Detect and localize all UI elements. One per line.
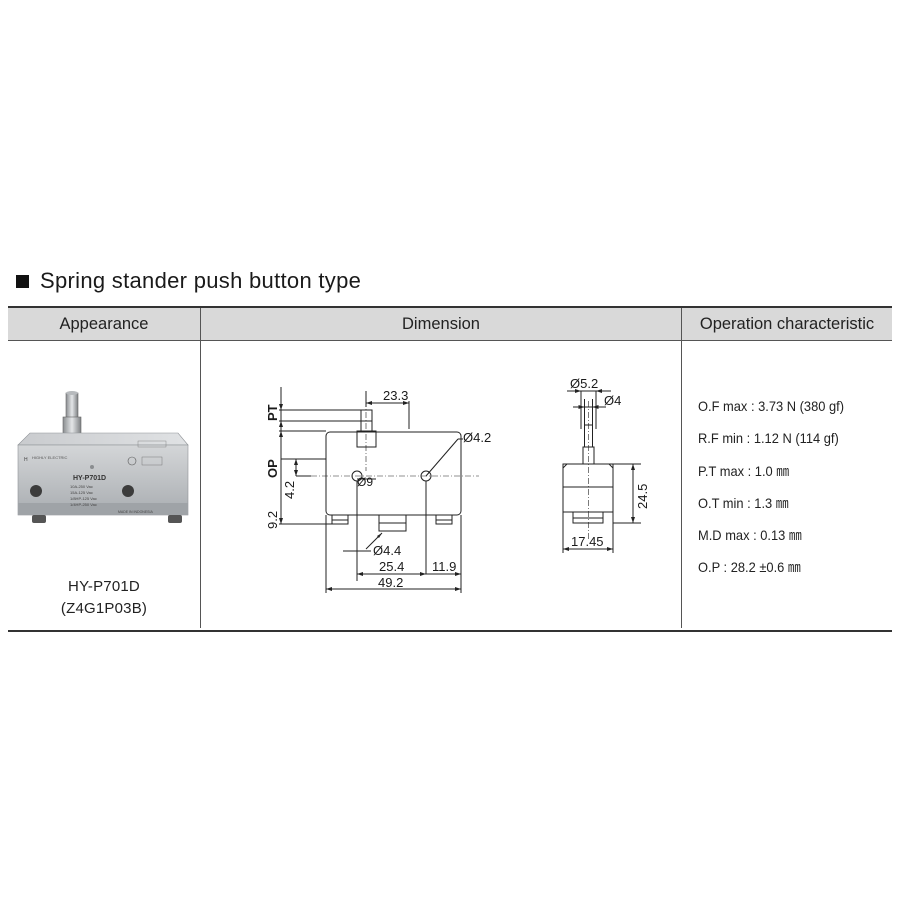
dimension-drawing: 23.3 Ø4.2 Ø9 Ø4.4 25.4 11.9 49.2 PT OP 4… bbox=[265, 376, 650, 593]
front-body-outline bbox=[325, 431, 462, 516]
svg-text:HIGHLY ELECTRIC: HIGHLY ELECTRIC bbox=[32, 455, 68, 460]
column-divider bbox=[200, 308, 201, 628]
dim-hole-spacing: 25.4 bbox=[379, 559, 404, 574]
header-dimension: Dimension bbox=[402, 314, 480, 333]
dim-total-length: 49.2 bbox=[378, 575, 403, 590]
table-header-row: Appearance Dimension Operation character… bbox=[8, 308, 892, 341]
switch-photo: H HIGHLY ELECTRIC HY-P701D 10A-250 Vac 1… bbox=[17, 391, 189, 523]
header-operation: Operation characteristic bbox=[699, 314, 875, 333]
product-model: HY-P701D bbox=[68, 578, 140, 595]
photo-model-label: HY-P701D bbox=[73, 475, 106, 482]
op-rf-min: R.F min : 1.12 N (114 gf) bbox=[698, 430, 839, 446]
svg-text:H: H bbox=[24, 457, 28, 463]
spec-table: Appearance Dimension Operation character… bbox=[8, 306, 892, 632]
op-ot-min: O.T min : 1.3 ㎜ bbox=[698, 495, 789, 511]
dim-pin-dia: Ø4.2 bbox=[463, 430, 491, 445]
header-appearance: Appearance bbox=[59, 314, 149, 333]
dim-top-width: 23.3 bbox=[383, 388, 408, 403]
op-of-max: O.F max : 3.73 N (380 gf) bbox=[698, 398, 845, 414]
dim-side-height: 24.5 bbox=[635, 484, 650, 509]
photo-rating-1: 10A-250 Vac bbox=[70, 484, 93, 489]
op-pt-max: P.T max : 1.0 ㎜ bbox=[698, 463, 790, 479]
op-md-max: M.D max : 0.13 ㎜ bbox=[698, 527, 802, 543]
column-divider bbox=[681, 308, 682, 628]
square-bullet-icon bbox=[16, 274, 29, 288]
operation-cell: O.F max : 3.73 N (380 gf) R.F min : 1.12… bbox=[682, 341, 892, 628]
photo-rating-4: 1/4HP-250 Vac bbox=[70, 502, 97, 507]
photo-rating-3: 1/8HP-125 Vac bbox=[70, 496, 97, 501]
dim-mount-height: 9.2 bbox=[265, 511, 280, 529]
section-title-text: Spring stander push button type bbox=[40, 268, 362, 293]
photo-origin: MADE IN INDONESIA bbox=[118, 510, 153, 514]
dim-side-width: 17.45 bbox=[571, 534, 604, 549]
dim-side-tip-dia: Ø4 bbox=[604, 393, 621, 408]
op-op: O.P : 28.2 ±0.6 ㎜ bbox=[698, 559, 801, 575]
photo-rating-2: 15A-125 Vac bbox=[70, 490, 93, 495]
section-title: Spring stander push button type bbox=[14, 266, 361, 296]
dim-right-offset: 11.9 bbox=[432, 559, 456, 574]
dim-op-label: OP bbox=[265, 459, 280, 478]
dim-side-top-dia: Ø5.2 bbox=[570, 376, 598, 391]
side-body-outline bbox=[562, 463, 614, 513]
dimension-cell: 23.3 Ø4.2 Ø9 Ø4.4 25.4 11.9 49.2 PT OP 4… bbox=[201, 341, 681, 628]
product-code: (Z4G1P03B) bbox=[60, 600, 148, 617]
dim-op-height: 4.2 bbox=[282, 481, 297, 499]
dim-hole-dia: Ø4.4 bbox=[373, 543, 401, 558]
dim-plunger-dia: Ø9 bbox=[357, 475, 373, 489]
dim-pt-label: PT bbox=[265, 404, 280, 421]
appearance-cell: H HIGHLY ELECTRIC HY-P701D 10A-250 Vac 1… bbox=[8, 341, 200, 628]
